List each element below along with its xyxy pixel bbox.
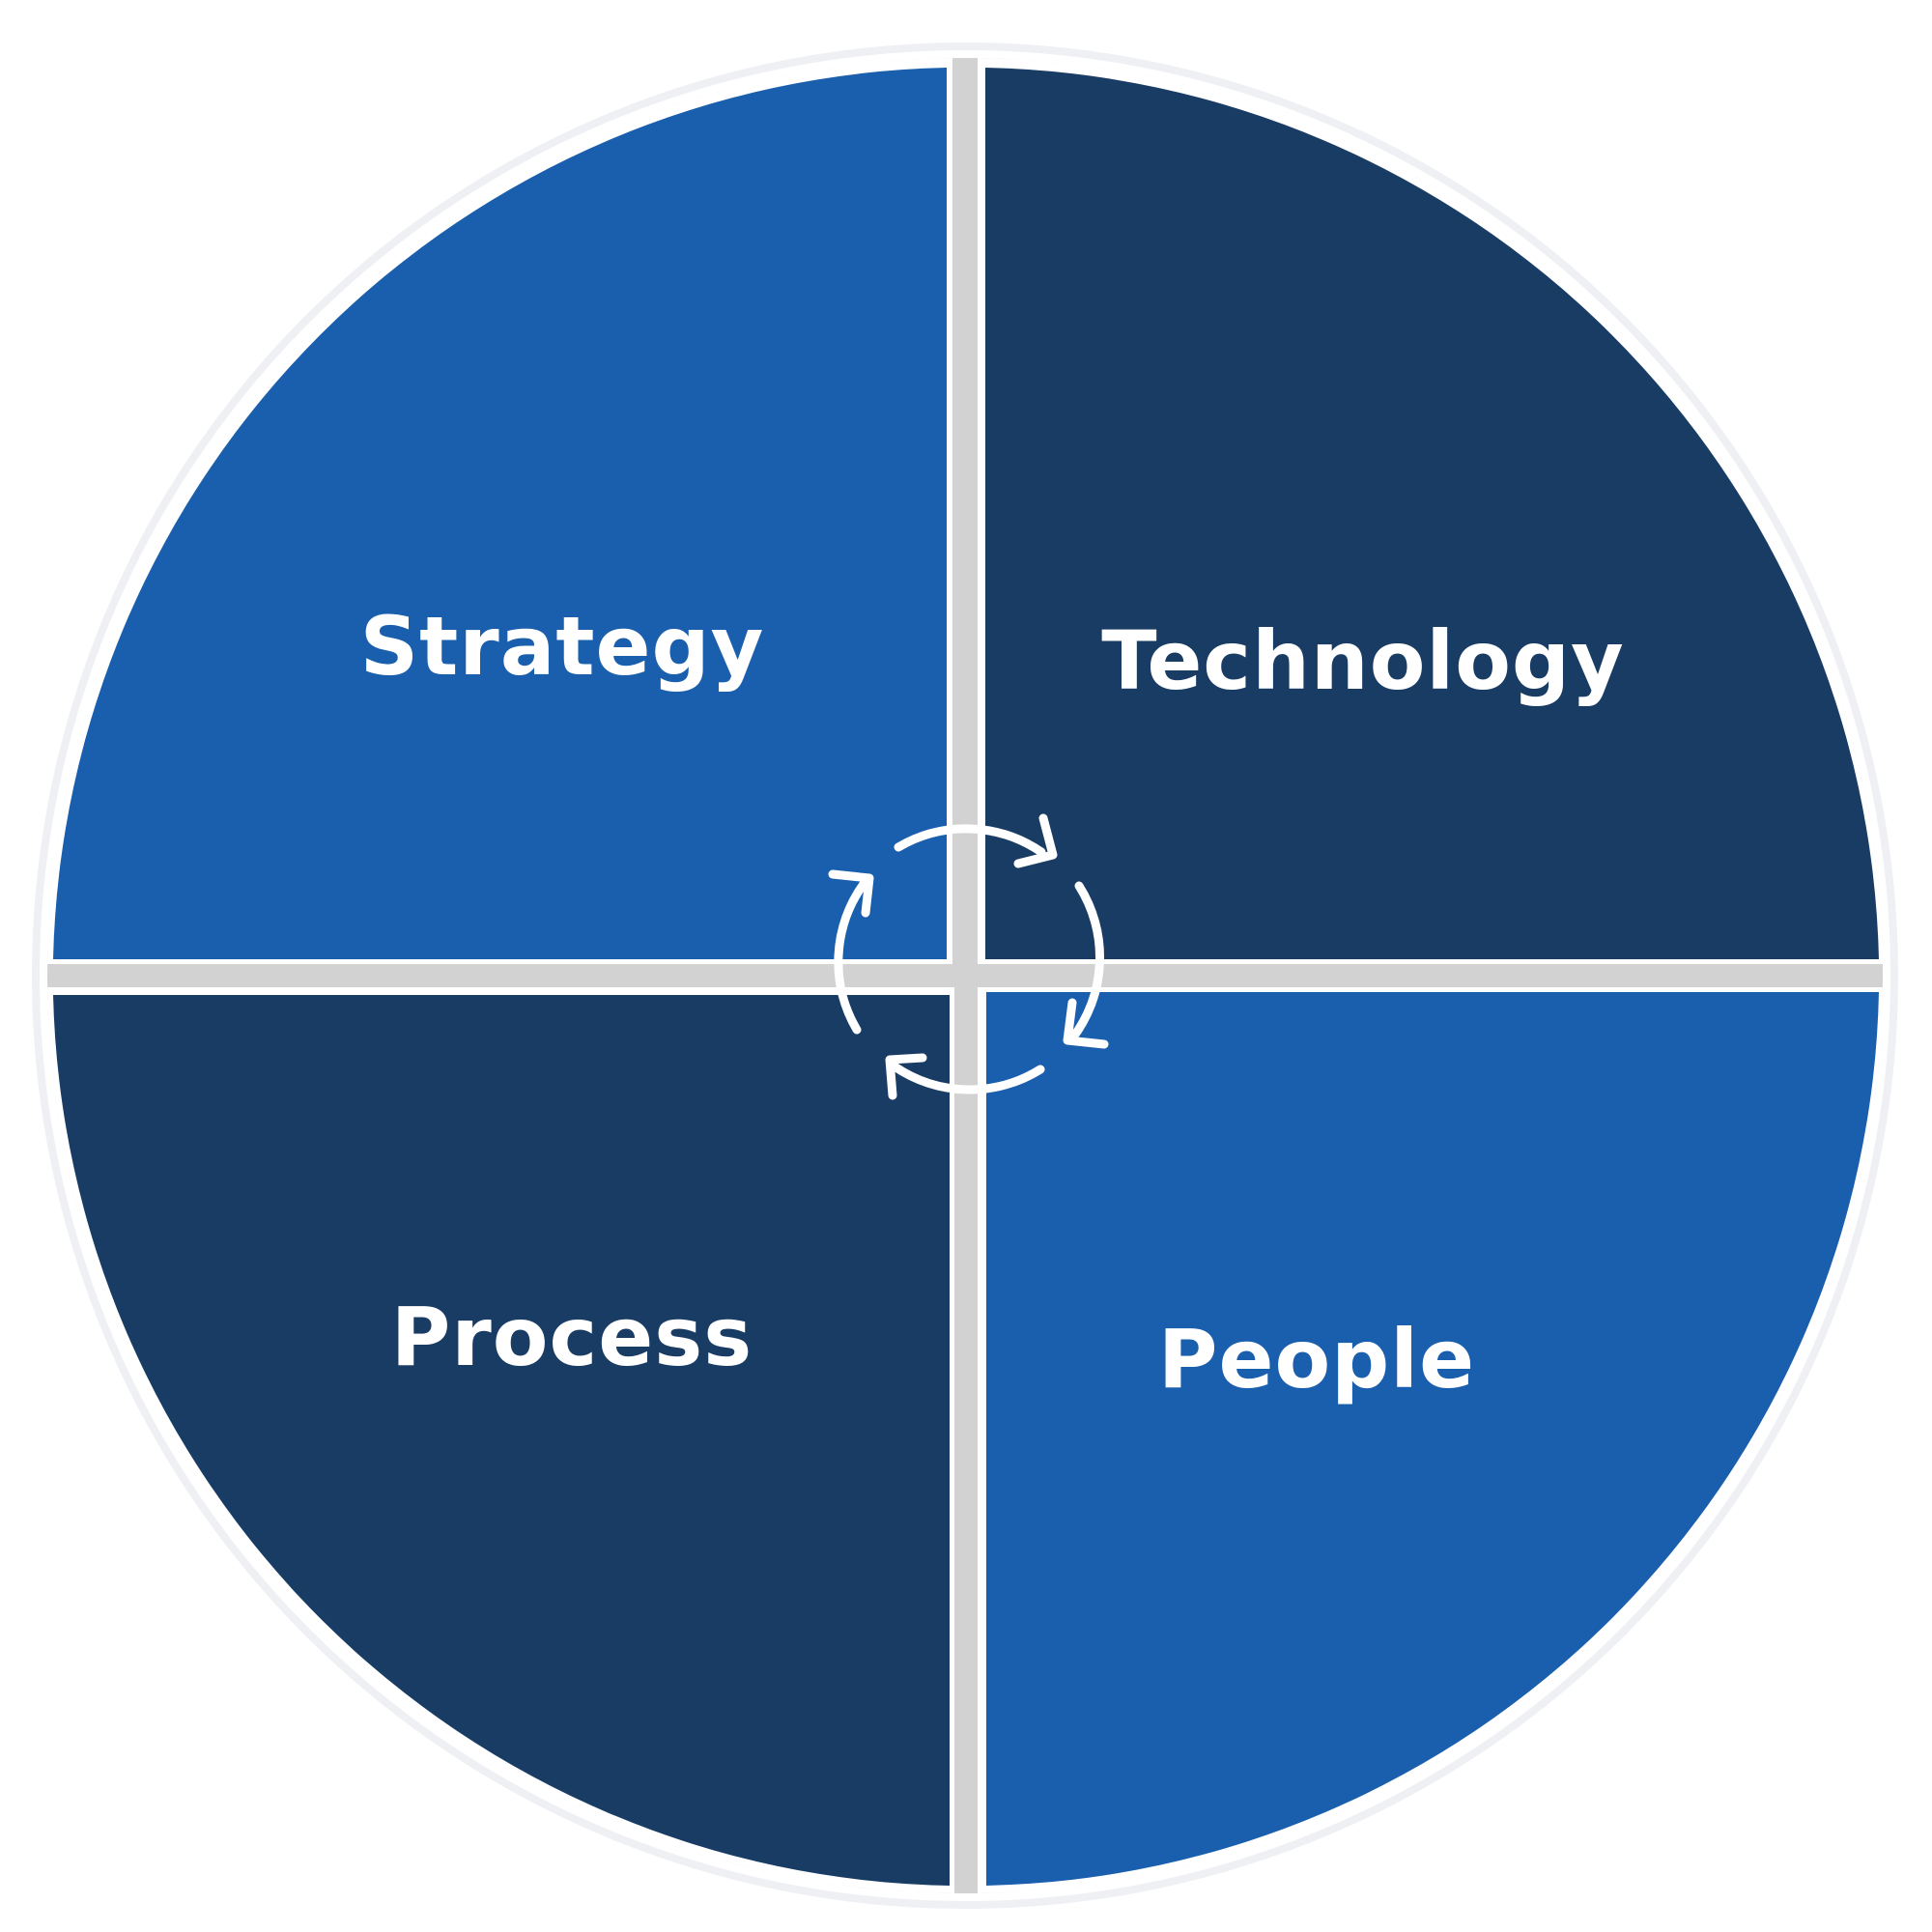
quadrant-strategy (53, 68, 947, 959)
quadrant-label-people: People (1158, 1312, 1475, 1406)
quadrant-label-process: Process (391, 1290, 753, 1384)
cycle-arrowhead-bottom (885, 1053, 927, 1100)
cycle-arc-right (1067, 881, 1104, 1043)
quadrant-process (53, 995, 950, 1886)
cycle-arc-top (894, 824, 1046, 857)
cycle-arc-left (834, 879, 868, 1035)
cycle-arc-bottom (890, 1062, 1045, 1094)
quadrant-label-technology: Technology (1101, 613, 1625, 708)
cycle-arrowhead-left (828, 869, 874, 918)
cycle-arrowhead-right (1063, 998, 1109, 1049)
quadrant-technology (985, 68, 1879, 959)
cycle-arrowhead-top (1013, 813, 1058, 868)
cycle-arrows-icon (828, 813, 1109, 1100)
quadrant-people (986, 992, 1879, 1886)
quadrant-label-strategy: Strategy (360, 599, 765, 694)
